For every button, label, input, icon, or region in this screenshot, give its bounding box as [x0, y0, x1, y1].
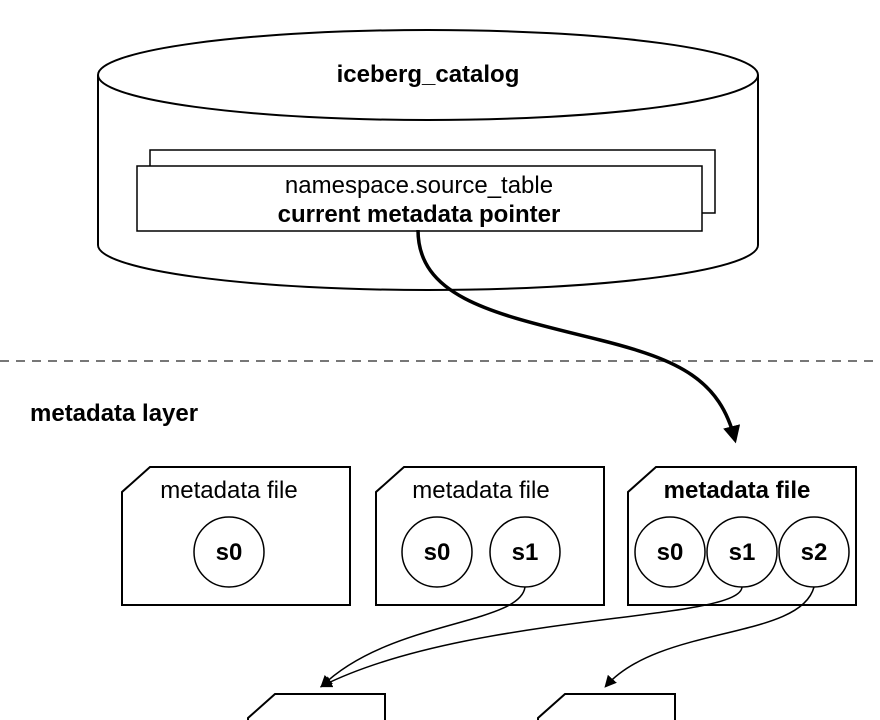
metadata-file-label: metadata file [160, 477, 297, 504]
manifest-list-card [247, 693, 386, 720]
snapshot-arrow [319, 586, 743, 688]
metadata-layer-label: metadata layer [30, 400, 198, 427]
catalog-entry-pointer: current metadata pointer [278, 201, 561, 228]
snapshot-label: s1 [512, 539, 539, 566]
snapshot-arrow [604, 586, 815, 688]
snapshot-s0 [401, 516, 473, 588]
snapshot-arrow [320, 586, 526, 688]
snapshot-label: s0 [657, 539, 684, 566]
current-pointer-arrow [416, 229, 741, 444]
snapshot-label: s0 [216, 539, 243, 566]
manifest-list-card [537, 693, 676, 720]
snapshot-label: s2 [801, 539, 828, 566]
snapshot-label: s1 [729, 539, 756, 566]
snapshot-s0 [634, 516, 706, 588]
catalog-entry [136, 165, 703, 232]
catalog-entry-name: namespace.source_table [285, 172, 553, 199]
snapshot-label: s0 [424, 539, 451, 566]
catalog-title: iceberg_catalog [337, 61, 520, 88]
metadata-file-label: metadata file [412, 477, 549, 504]
snapshot-s0 [193, 516, 265, 588]
metadata-file-label-current: metadata file [664, 477, 811, 504]
